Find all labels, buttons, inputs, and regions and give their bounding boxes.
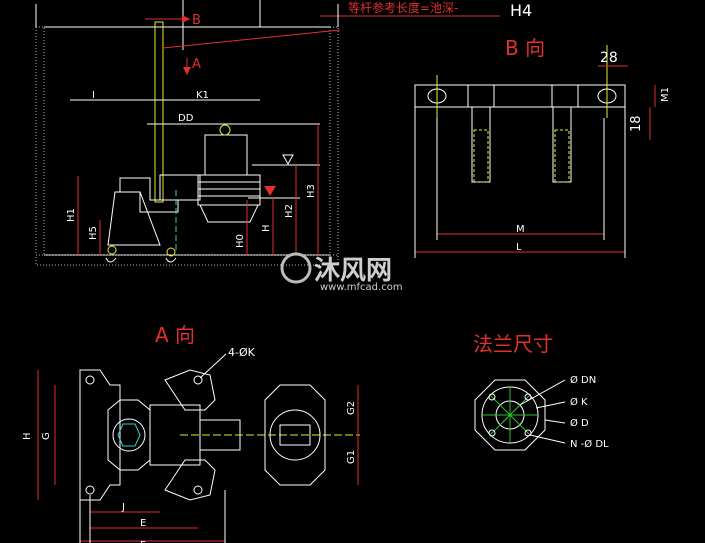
dim-H: H (261, 224, 272, 232)
view-b-title: B 向 (505, 36, 545, 60)
flange-octagon (474, 379, 546, 451)
a-pump-slot (279, 424, 311, 446)
guide-leader-line (162, 29, 341, 49)
base-support (107, 191, 161, 246)
flange-d: Ø D (570, 417, 589, 429)
pump-motor-top (204, 134, 248, 176)
dim-H0: H0 (235, 234, 246, 248)
water-level-high (282, 154, 294, 166)
a-base-plate (79, 369, 121, 501)
flange-k: Ø K (570, 396, 588, 408)
leader-n (529, 434, 566, 444)
top-note-h4: H4 (510, 1, 532, 20)
b-rail-inner-right (554, 129, 570, 183)
dim-L: L (516, 242, 522, 253)
dim-G1: G1 (346, 450, 357, 464)
dim-H2: H2 (284, 204, 295, 218)
watermark-url: www.mfcad.com (320, 282, 403, 293)
flange-dn: Ø DN (570, 374, 596, 386)
a-pump-circle (269, 409, 321, 461)
dim-H5: H5 (88, 226, 99, 240)
dim-E: E (140, 518, 146, 529)
auto-coupling (159, 174, 201, 201)
pump-motor-body (197, 174, 261, 206)
guide-rail-pipe (154, 21, 164, 203)
flange-detail: 法兰尺寸 Ø DN Ø K Ø D N -Ø DL (473, 332, 609, 451)
anchor-hook (105, 257, 117, 263)
b-rail-inner-left (473, 129, 489, 183)
b-rail-left (471, 106, 491, 183)
view-b: B 向 28 M1 18 M L (414, 36, 671, 258)
a-flange-inner (117, 423, 141, 447)
dim-4-phi-k: 4-ØK (228, 346, 256, 359)
discharge-elbow (119, 177, 179, 213)
dim-H-a: H (22, 432, 33, 440)
watermark-brand: 沐风网 (314, 256, 392, 286)
a-bolt-hole (193, 375, 203, 385)
pump-volute (199, 204, 259, 223)
view-a: A 向 4-ØK H G G2 G1 J E (22, 323, 360, 543)
b-rail-right (552, 106, 572, 183)
dim-28: 28 (600, 50, 618, 66)
pit-wall-right (329, 26, 339, 256)
leader-d (544, 419, 566, 424)
b-block-right (551, 84, 579, 108)
dim-H1: H1 (66, 208, 77, 222)
a-pump-octagon (264, 384, 326, 486)
pit-floor-hatch (35, 254, 339, 266)
lifting-ring (219, 124, 231, 136)
b-block-left (467, 84, 495, 108)
dim-I: I (92, 90, 95, 101)
dim-J: J (121, 502, 125, 513)
a-bolt-hole (85, 485, 95, 495)
view-a-arrowhead (183, 67, 191, 75)
label-a: A (192, 57, 201, 72)
dim-DD: DD (178, 113, 194, 124)
label-b: B (192, 13, 201, 28)
flange-bolt (488, 393, 496, 401)
dim-M1: M1 (660, 87, 671, 102)
leader-dn (519, 379, 566, 406)
water-level-low (264, 186, 276, 196)
watermark: 沐风网 www.mfcad.com (280, 252, 403, 293)
pump-pit-section: B A I K1 DD (35, 0, 341, 266)
dim-M: M (516, 224, 525, 235)
a-flange-octagon (107, 399, 151, 471)
flange-bolt (524, 429, 532, 437)
leader-k (535, 401, 566, 409)
dim-G2: G2 (346, 401, 357, 415)
anchor-bolt (107, 245, 117, 255)
a-bolt-hole (85, 375, 95, 385)
dim-18: 18 (629, 115, 644, 132)
a-bracket-bottom (164, 459, 216, 501)
flange-n-dl: N -Ø DL (570, 438, 609, 450)
anchor-bolt (166, 247, 176, 257)
pit-wall-left (35, 26, 45, 256)
watermark-logo (280, 252, 312, 284)
dim-F: F (140, 540, 146, 543)
a-flange-bore (112, 418, 146, 452)
flange-title: 法兰尺寸 (473, 332, 553, 356)
top-note: 等杆参考长度=池深- (348, 0, 458, 15)
dim-H3: H3 (306, 184, 317, 198)
b-crossbar (414, 84, 626, 108)
anchor-hook (165, 257, 177, 263)
a-bracket-top (164, 369, 216, 411)
dim-K1: K1 (196, 90, 209, 101)
view-b-arrowhead (182, 15, 190, 23)
flange-spokes (482, 387, 538, 443)
leader-4-phi-k (199, 353, 227, 379)
view-a-title: A 向 (155, 323, 195, 347)
flange-bolt (488, 429, 496, 437)
dim-G: G (41, 432, 52, 440)
a-bolt-hole (193, 485, 203, 495)
